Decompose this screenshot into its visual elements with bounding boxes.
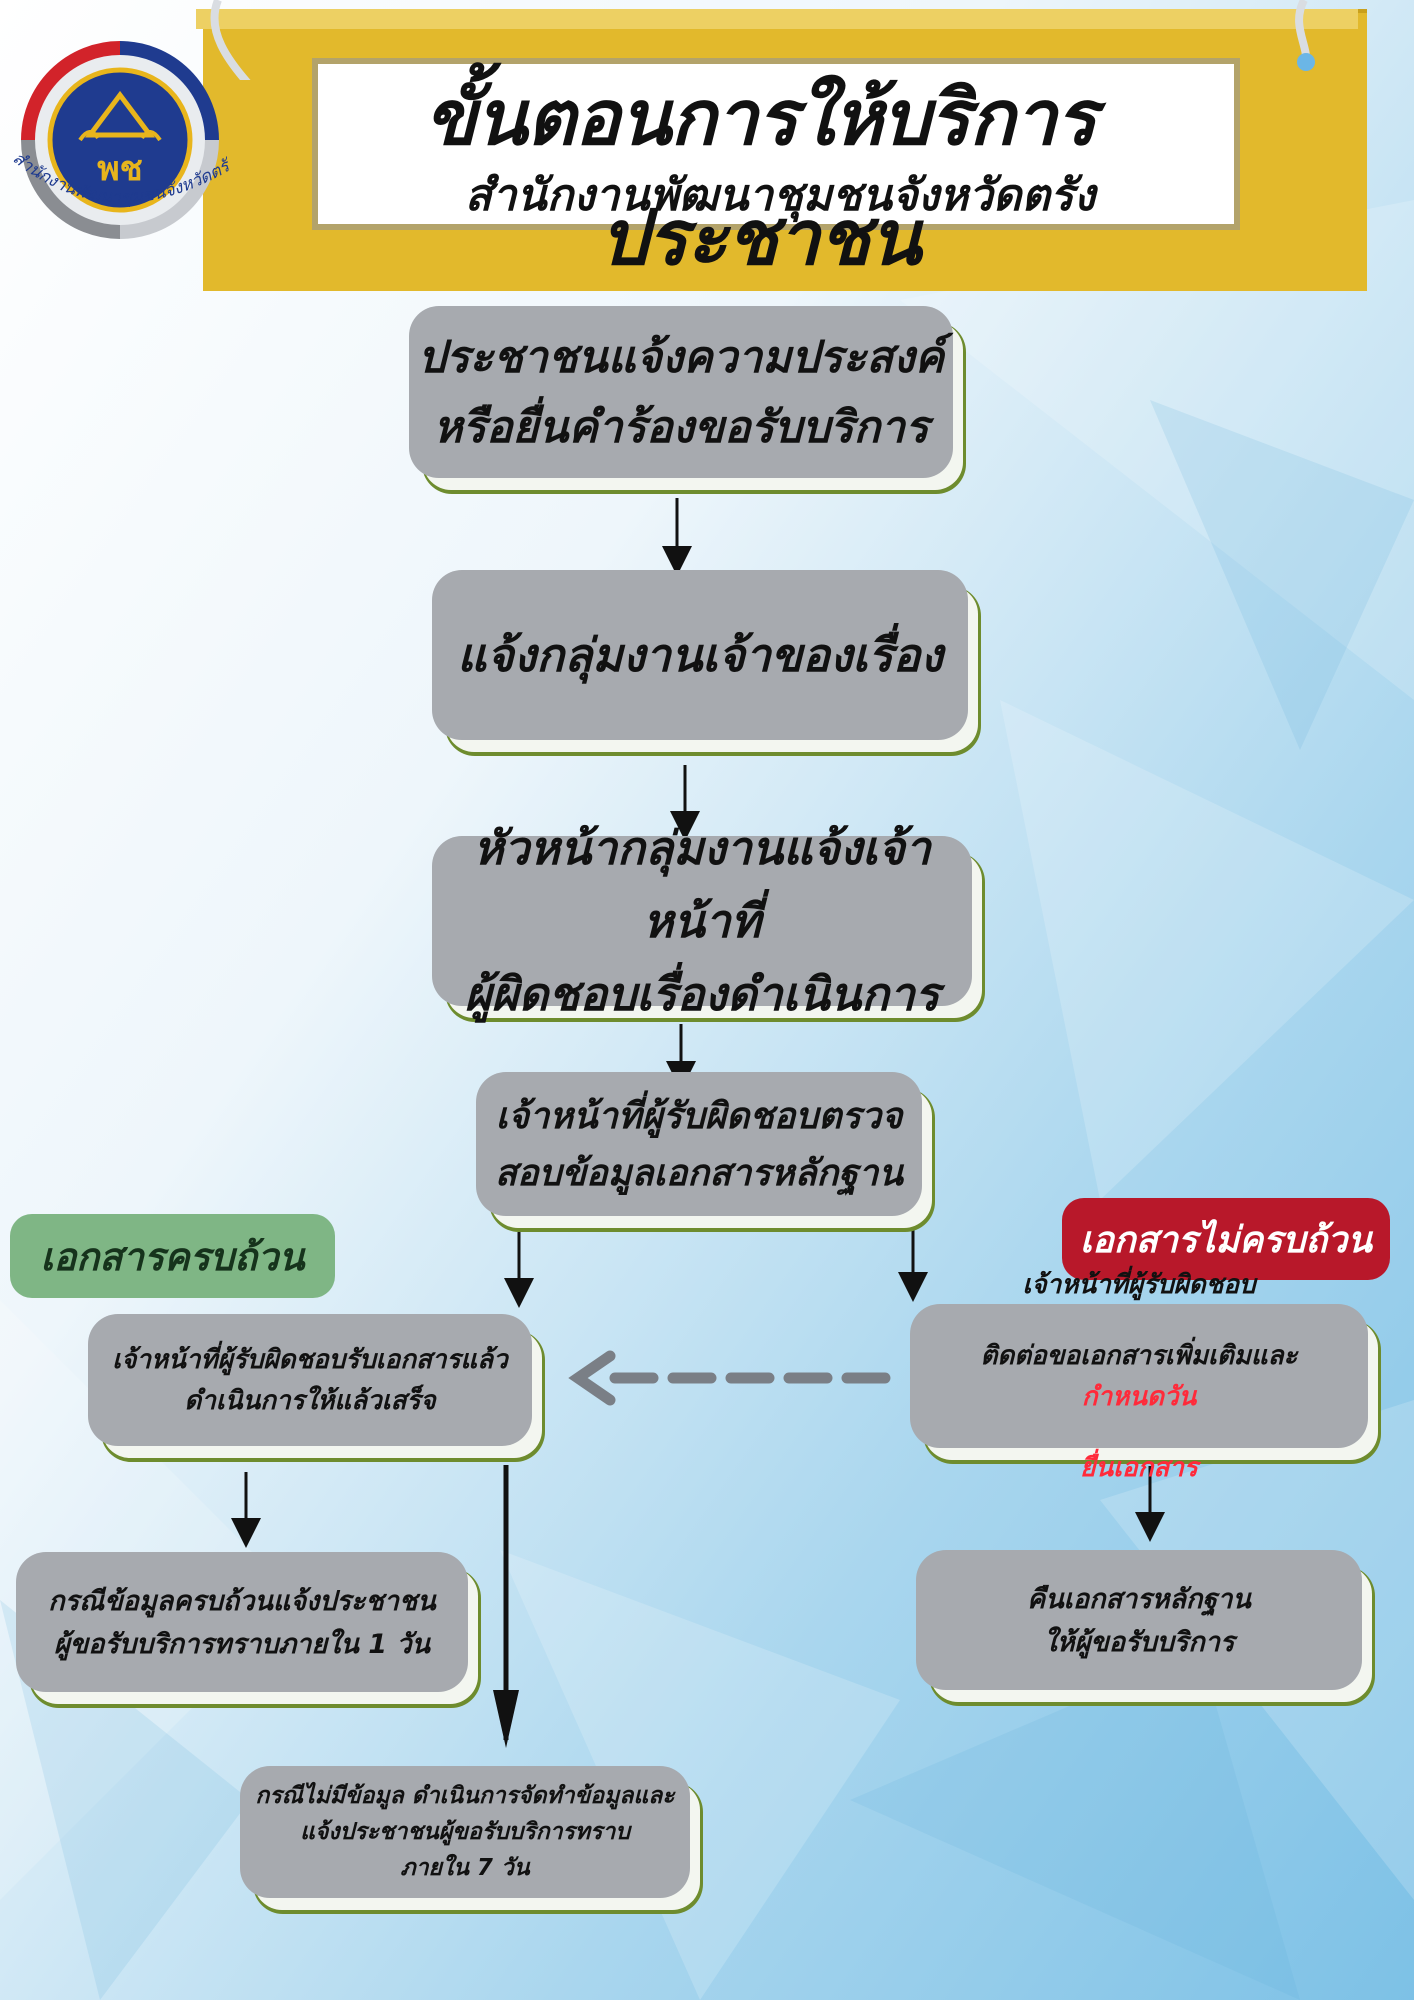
header-banner-top <box>196 9 1358 29</box>
left-result-box: กรณีข้อมูลครบถ้วนแจ้งประชาชน ผู้ขอรับบริ… <box>16 1552 468 1692</box>
left-step-box: เจ้าหน้าที่ผู้รับผิดชอบรับเอกสารแล้ว ดำเ… <box>88 1314 532 1446</box>
center-result-box: กรณีไม่มีข้อมูล ดำเนินการจัดทำข้อมูลและ … <box>240 1766 690 1898</box>
office-logo: พช <box>21 41 219 239</box>
hanging-hooks <box>210 0 1315 80</box>
step4-label: เจ้าหน้าที่ผู้รับผิดชอบตรวจ สอบข้อมูลเอก… <box>495 1096 903 1194</box>
tag-documents-incomplete: เอกสารไม่ครบถ้วน <box>1062 1198 1390 1280</box>
left-step-label: เจ้าหน้าที่ผู้รับผิดชอบรับเอกสารแล้ว ดำเ… <box>112 1345 508 1416</box>
step2-label: แจ้งกลุ่มงานเจ้าของเรื่อง <box>457 627 943 682</box>
logo-emblem-text: พช <box>97 149 143 189</box>
right-result-box: คืนเอกสารหลักฐาน ให้ผู้ขอรับบริการ <box>916 1550 1362 1690</box>
tag-documents-complete: เอกสารครบถ้วน <box>10 1214 335 1298</box>
step3-box: หัวหน้ากลุ่มงานแจ้งเจ้าหน้าที่ ผู้ผิดชอบ… <box>432 821 972 1021</box>
right-step-label: เจ้าหน้าที่ผู้รับผิดชอบ ติดต่อขอเอกสารเพ… <box>980 1270 1298 1483</box>
logo-ring-label: สำนักงานพัฒนาชุมชนจังหวัดตรัง <box>0 150 237 208</box>
step3-label: หัวหน้ากลุ่มงานแจ้งเจ้าหน้าที่ ผู้ผิดชอบ… <box>464 820 940 1021</box>
step1-box: ประชาชนแจ้งความประสงค์ หรือยื่นคำร้องขอร… <box>409 306 953 478</box>
center-result-label: กรณีไม่มีข้อมูล ดำเนินการจัดทำข้อมูลและ … <box>255 1783 675 1881</box>
left-result-label: กรณีข้อมูลครบถ้วนแจ้งประชาชน ผู้ขอรับบริ… <box>48 1586 436 1660</box>
page-title: ขั้นตอนการให้บริการประชาชน <box>424 73 1096 282</box>
page-subtitle: สำนักงานพัฒนาชุมชนจังหวัดตรัง <box>464 170 1096 221</box>
step1-label: ประชาชนแจ้งความประสงค์ หรือยื่นคำร้องขอร… <box>417 332 945 453</box>
svg-text:สำนักงานพัฒนาชุมชนจังหวัดตรัง: สำนักงานพัฒนาชุมชนจังหวัดตรัง <box>0 150 237 208</box>
step4-box: เจ้าหน้าที่ผู้รับผิดชอบตรวจ สอบข้อมูลเอก… <box>476 1072 922 1216</box>
step2-box: แจ้งกลุ่มงานเจ้าของเรื่อง <box>432 570 968 740</box>
right-result-label: คืนเอกสารหลักฐาน ให้ผู้ขอรับบริการ <box>1027 1584 1251 1658</box>
logo-ring-text: สำนักงานพัฒนาชุมชนจังหวัดตรัง <box>0 150 237 208</box>
right-step-box: เจ้าหน้าที่ผู้รับผิดชอบ ติดต่อขอเอกสารเพ… <box>910 1270 1368 1483</box>
header-title-panel <box>312 58 1240 230</box>
